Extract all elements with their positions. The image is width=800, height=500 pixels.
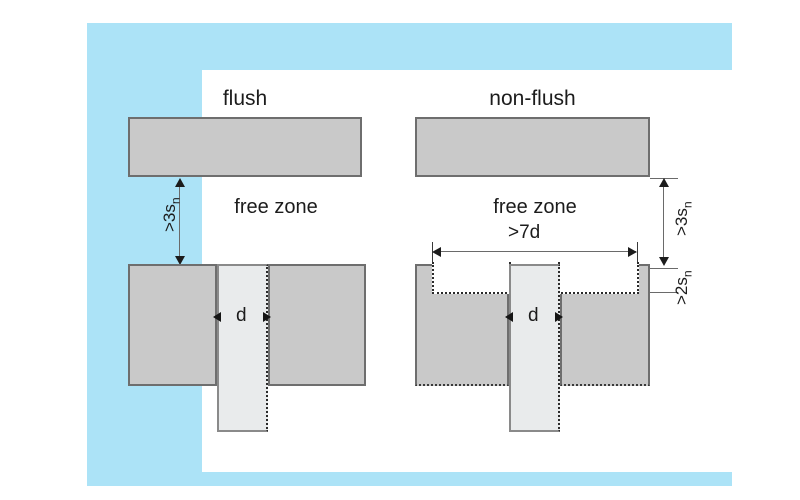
nonflush-depth-prefix: >2s <box>672 277 691 305</box>
nonflush-sensor-body <box>509 264 560 432</box>
nonflush-recess-left <box>432 262 511 294</box>
flush-diameter-arrow-right-icon <box>263 312 271 322</box>
flush-mount-block-left <box>128 264 217 386</box>
flush-clearance-arrow-down-icon <box>175 256 185 265</box>
flush-diameter-label: d <box>236 305 247 326</box>
flush-panel-title: flush <box>222 87 268 110</box>
nonflush-clearance-arrow-up-icon <box>659 178 669 187</box>
flush-clearance-subscript: n <box>168 197 183 205</box>
nonflush-clearance-prefix: >3s <box>672 208 691 236</box>
flush-mount-block-right <box>268 264 366 386</box>
flush-clearance-prefix: >3s <box>160 204 179 232</box>
nonflush-depth-label: >2sn <box>672 270 694 305</box>
nonflush-width-label: >7d <box>508 222 541 243</box>
nonflush-clearance-arrow-down-icon <box>659 257 669 266</box>
nonflush-depth-subscript: n <box>680 270 695 278</box>
nonflush-width-arrow-right-icon <box>628 247 637 257</box>
flush-upper-block <box>128 117 362 177</box>
flush-clearance-label: >3sn <box>160 197 182 232</box>
nonflush-recess-right <box>558 262 639 294</box>
flush-free-zone-label: free zone <box>234 196 318 218</box>
nonflush-clearance-subscript: n <box>680 201 695 209</box>
flush-diameter-arrow-left-icon <box>213 312 221 322</box>
nonflush-clearance-dimension-line <box>663 181 664 263</box>
nonflush-width-arrow-left-icon <box>432 247 441 257</box>
nonflush-diameter-label: d <box>528 305 539 326</box>
flush-clearance-dimension-line <box>179 181 180 262</box>
nonflush-upper-block <box>415 117 650 177</box>
nonflush-width-dimension-line <box>434 251 636 252</box>
nonflush-width-tick-right <box>637 242 638 270</box>
nonflush-panel-title: non-flush <box>489 87 576 110</box>
flush-sensor-body <box>217 264 268 432</box>
nonflush-depth-leader-top <box>650 268 678 269</box>
nonflush-diameter-arrow-left-icon <box>505 312 513 322</box>
nonflush-depth-leader-bottom <box>650 292 678 293</box>
nonflush-clearance-label: >3sn <box>672 201 694 236</box>
nonflush-diameter-arrow-right-icon <box>555 312 563 322</box>
nonflush-free-zone-label: free zone <box>493 196 577 218</box>
flush-clearance-arrow-up-icon <box>175 178 185 187</box>
